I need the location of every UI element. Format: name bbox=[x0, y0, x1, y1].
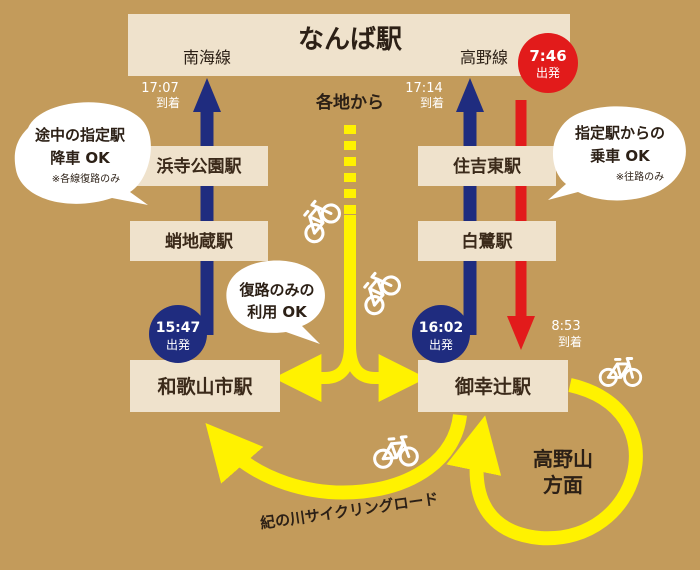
red-arrowhead bbox=[507, 316, 535, 350]
bubble-left: 途中の指定駅 降車 OK ※各線復路のみ bbox=[14, 102, 151, 205]
line-name-nankai: 南海線 bbox=[183, 48, 231, 67]
depart-circle-right bbox=[412, 305, 470, 363]
station-takojizo: 蛸地蔵駅 bbox=[165, 231, 234, 252]
bubble-right-line1: 指定駅からの bbox=[575, 124, 665, 142]
destination-line2: 方面 bbox=[543, 473, 583, 497]
bubble-center: 復路のみの 利用 OK bbox=[226, 260, 325, 344]
station-box bbox=[130, 221, 268, 261]
depart-time-left: 15:47 bbox=[156, 320, 201, 336]
bubble-shape bbox=[14, 102, 151, 205]
bubble-shape bbox=[548, 106, 686, 201]
bubble-right-note: ※往路のみ bbox=[616, 170, 664, 183]
arrive-label-left: 到着 bbox=[156, 95, 180, 110]
namba-header: なんば駅 南海線 高野線 bbox=[128, 14, 570, 76]
depart-label-red: 出発 bbox=[536, 66, 560, 80]
depart-label-right: 出発 bbox=[429, 338, 453, 352]
bubble-center-line1: 復路のみの bbox=[238, 281, 314, 299]
arrive-label-red: 到着 bbox=[558, 334, 582, 349]
bubble-right: 指定駅からの 乗車 OK ※往路のみ bbox=[548, 106, 686, 201]
right-stations: 住吉東駅 白鷺駅 御幸辻駅 bbox=[418, 146, 568, 412]
koyasan-loop-arrow bbox=[446, 378, 643, 546]
depart-circle-left bbox=[149, 305, 207, 363]
arrive-label-right: 到着 bbox=[420, 95, 444, 110]
from-everywhere-label: 各地から bbox=[315, 92, 384, 113]
line-name-koya: 高野線 bbox=[460, 48, 508, 67]
route-to-miyukitsuji bbox=[344, 344, 427, 402]
station-miyukitsuji: 御幸辻駅 bbox=[454, 375, 532, 398]
station-box bbox=[418, 221, 556, 261]
blue-arrowhead-left bbox=[193, 78, 221, 112]
depart-time-right: 16:02 bbox=[419, 320, 464, 336]
arrive-time-right: 17:14 bbox=[405, 81, 442, 96]
page-title: なんば駅 bbox=[298, 25, 402, 55]
station-hamadera: 浜寺公園駅 bbox=[157, 156, 243, 177]
station-box bbox=[130, 360, 280, 412]
arrive-time-left: 17:07 bbox=[141, 81, 178, 96]
blue-arrowhead-right bbox=[456, 78, 484, 112]
left-stations: 浜寺公園駅 蛸地蔵駅 和歌山市駅 bbox=[130, 146, 280, 412]
station-box bbox=[130, 146, 268, 186]
bubble-left-line1: 途中の指定駅 bbox=[35, 126, 126, 144]
depart-time-red: 7:46 bbox=[529, 47, 566, 65]
header-box bbox=[128, 14, 570, 76]
bubble-left-line2: 降車 OK bbox=[50, 149, 111, 167]
bubble-center-line2: 利用 OK bbox=[247, 303, 308, 321]
cycling-routes bbox=[205, 125, 643, 546]
depart-circle-red bbox=[518, 33, 578, 93]
station-sumiyoshihigashi: 住吉東駅 bbox=[453, 156, 522, 177]
station-box bbox=[418, 146, 556, 186]
depart-label-left: 出発 bbox=[166, 338, 190, 352]
arrive-time-red: 8:53 bbox=[551, 319, 580, 334]
bubble-left-note: ※各線復路のみ bbox=[52, 172, 120, 185]
time-markers: 15:47 出発 16:02 出発 7:46 出発 17:07 到着 17:14… bbox=[141, 33, 582, 363]
bubble-shape bbox=[226, 260, 325, 344]
destination-line1: 高野山 bbox=[533, 447, 593, 471]
station-wakayamashi: 和歌山市駅 bbox=[157, 375, 253, 398]
bubble-right-line2: 乗車 OK bbox=[590, 147, 651, 165]
station-shirasagi: 白鷺駅 bbox=[462, 231, 514, 252]
station-box bbox=[418, 360, 568, 412]
